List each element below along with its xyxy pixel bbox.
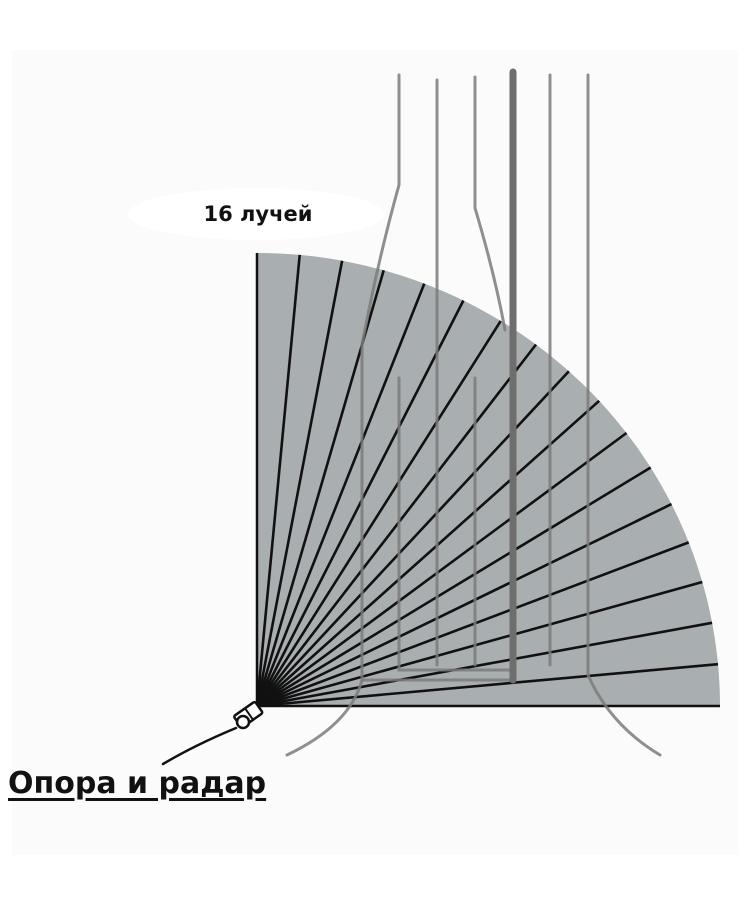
beams-label: 16 лучей <box>204 202 313 226</box>
radar-beam <box>256 370 570 707</box>
radar-beam <box>256 431 628 708</box>
radar-beam <box>256 580 703 708</box>
radar-beam <box>256 399 601 707</box>
support-and-radar-label: Опора и радар <box>8 766 267 801</box>
radar-beam <box>256 621 713 708</box>
beams-group <box>255 254 719 708</box>
tree-line <box>473 75 507 332</box>
radar-beam <box>255 343 538 707</box>
radar-beam <box>255 299 465 707</box>
tree-outline-group <box>285 73 662 757</box>
radar-beam <box>256 541 690 708</box>
radar-beam <box>255 260 344 707</box>
radar-mount-knob <box>235 714 251 730</box>
radar-beam <box>255 283 426 707</box>
radar-beam <box>256 662 719 708</box>
tree-line <box>360 73 401 682</box>
beams-label-bubble <box>128 188 384 240</box>
radar-cable <box>161 726 238 766</box>
tree-line <box>586 73 662 757</box>
radar-beam <box>255 254 301 707</box>
tree-line <box>285 678 364 757</box>
tree-line <box>397 376 514 672</box>
radar-beam <box>256 502 673 708</box>
coverage-sector <box>257 253 720 706</box>
radar-beam <box>256 466 652 708</box>
radar-beam <box>255 320 502 707</box>
